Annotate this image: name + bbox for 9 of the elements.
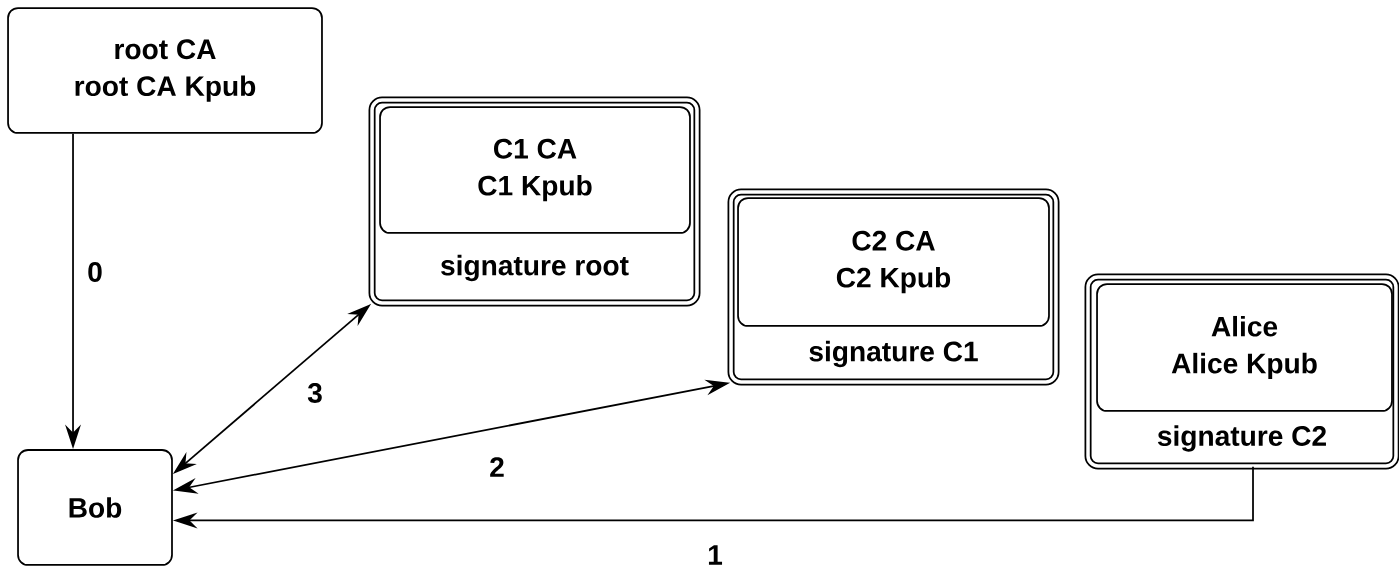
edge-label: 3: [303, 379, 327, 407]
edge-label: 2: [485, 453, 509, 481]
entity-box: root CA root CA Kpub: [7, 7, 323, 134]
certificate-content-box: Alice Alice Kpub: [1096, 283, 1393, 412]
edge-label: 1: [703, 541, 727, 569]
certificate-content-box: C1 CA C1 Kpub: [379, 106, 691, 234]
certificate-content-box: C2 CA C2 Kpub: [737, 197, 1050, 327]
entity-box: Bob: [17, 449, 173, 566]
edge-label: 0: [83, 258, 107, 286]
